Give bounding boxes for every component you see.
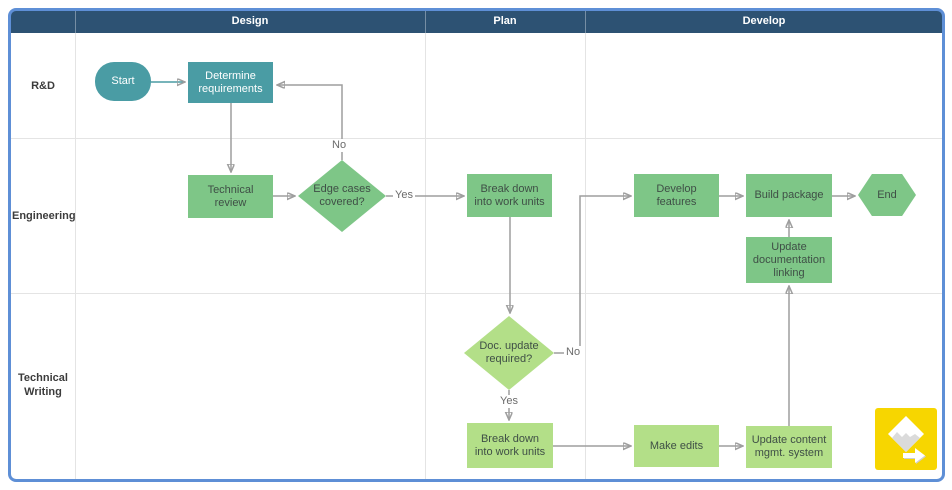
phase-header-develop: Develop bbox=[742, 15, 786, 27]
node-develop-features: Develop features bbox=[634, 174, 719, 217]
node-update-documentation-linking: Update documentation linking bbox=[746, 237, 832, 283]
column-divider bbox=[585, 33, 586, 479]
node-label: Make edits bbox=[649, 439, 704, 452]
diagram-watermark-logo-icon bbox=[875, 408, 937, 470]
phase-header-bar bbox=[10, 10, 943, 33]
node-build-package: Build package bbox=[746, 174, 832, 217]
column-divider bbox=[75, 33, 76, 479]
node-end: End bbox=[858, 174, 916, 216]
edge-label-no: No bbox=[330, 139, 349, 152]
lane-divider bbox=[10, 138, 943, 139]
header-divider bbox=[585, 10, 586, 33]
phase-header-design: Design bbox=[231, 15, 269, 27]
header-divider bbox=[75, 10, 76, 33]
edge-label-yes: Yes bbox=[393, 189, 415, 202]
node-label: End bbox=[877, 188, 897, 201]
node-label: Break down into work units bbox=[474, 182, 545, 208]
lane-label-engineering: Engineering bbox=[12, 210, 76, 222]
node-break-down-work-units-plan: Break down into work units bbox=[467, 174, 552, 217]
node-determine-requirements: Determine requirements bbox=[188, 62, 273, 103]
phase-header-plan: Plan bbox=[493, 15, 517, 27]
node-label: Update documentation linking bbox=[752, 240, 826, 279]
node-label: Break down into work units bbox=[474, 432, 546, 458]
node-start: Start bbox=[95, 62, 151, 101]
node-label: Build package bbox=[754, 189, 824, 201]
node-label: Doc. update required? bbox=[479, 340, 539, 365]
node-label: Determine requirements bbox=[198, 69, 263, 95]
node-label: Develop features bbox=[656, 182, 697, 208]
node-make-edits: Make edits bbox=[634, 425, 719, 467]
connector-docupdate-no-to-develop bbox=[554, 196, 631, 354]
node-label: Edge cases covered? bbox=[313, 183, 371, 208]
node-label: Update content mgmt. system bbox=[751, 434, 827, 459]
column-divider bbox=[425, 33, 426, 479]
node-update-content-mgmt-system: Update content mgmt. system bbox=[746, 426, 832, 468]
lane-label-technical-writing: Technical Writing bbox=[18, 372, 68, 398]
header-divider bbox=[425, 10, 426, 33]
node-technical-review: Technical review bbox=[188, 175, 273, 218]
edge-label-no: No bbox=[564, 346, 583, 359]
lane-divider bbox=[10, 293, 943, 294]
node-label: Technical review bbox=[207, 183, 254, 209]
node-label: Start bbox=[111, 75, 135, 87]
node-break-down-work-units-writing: Break down into work units bbox=[467, 423, 553, 468]
edge-label-yes: Yes bbox=[498, 395, 520, 408]
lane-label-rd: R&D bbox=[31, 80, 55, 92]
connector-edgecases-no-loop bbox=[277, 85, 343, 160]
